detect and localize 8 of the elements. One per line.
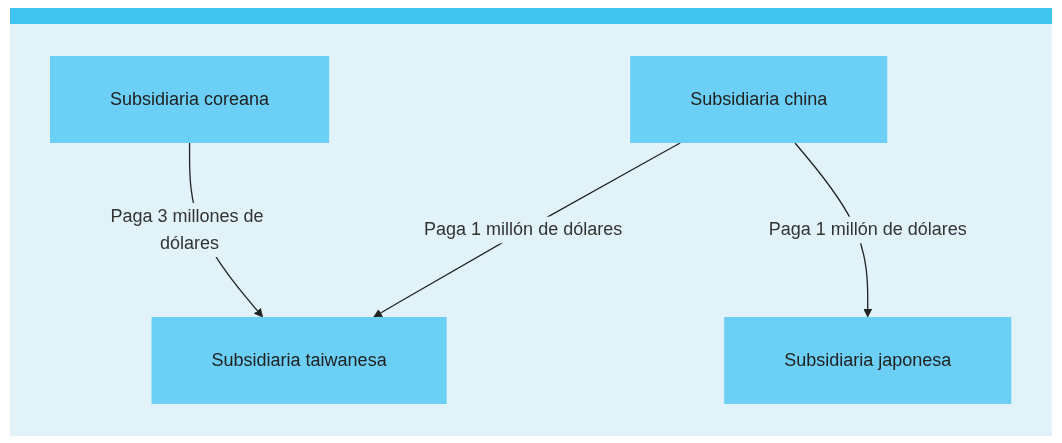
- edge-label: Paga 1 millón de dólares: [424, 219, 623, 240]
- edge-label: Paga 1 millón de dólares: [769, 219, 968, 240]
- node-box: Subsidiaria taiwanesa: [151, 317, 447, 404]
- arrow: [373, 142, 682, 318]
- node-box: Subsidiaria coreana: [50, 56, 330, 143]
- edge-label: Paga 3 millones de dólares: [110, 205, 264, 253]
- node-box: Subsidiaria china: [630, 56, 888, 143]
- node-box: Subsidiaria japonesa: [724, 317, 1012, 404]
